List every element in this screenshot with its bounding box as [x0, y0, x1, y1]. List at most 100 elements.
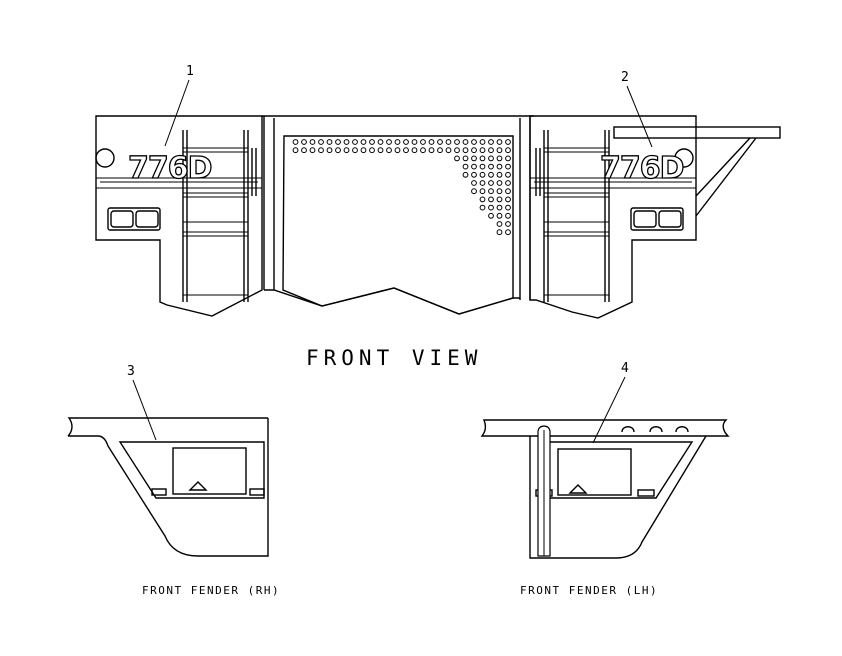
front-view: 776D — [95, 64, 781, 370]
grille-dot-pattern — [292, 139, 511, 236]
grille-dot — [496, 147, 503, 154]
grille-dot — [479, 188, 486, 195]
grille-dot — [496, 139, 503, 145]
grille-dot — [420, 147, 426, 154]
grille-dot — [488, 163, 494, 170]
right-handrail — [613, 126, 781, 217]
grille-dot — [377, 147, 384, 154]
grille-dot — [479, 163, 486, 170]
callout-4: 4 — [621, 361, 629, 376]
grille-dot — [496, 229, 503, 236]
callout-3: 3 — [127, 364, 135, 379]
grille-dot — [335, 139, 341, 145]
grille-dot — [479, 204, 486, 211]
warning-triangle-icon — [188, 481, 208, 491]
leader-1 — [164, 79, 190, 147]
grille-dot — [462, 139, 469, 145]
grille-dot — [505, 229, 511, 236]
grille-dot — [479, 147, 486, 154]
fender-lh-body — [529, 435, 707, 559]
fender-lh-deck — [480, 419, 730, 437]
grille-dot — [394, 147, 401, 154]
grille-dot — [505, 196, 511, 203]
grille-dot — [394, 139, 401, 145]
left-decal-text: 776D — [128, 151, 212, 186]
grille-dot — [471, 163, 477, 170]
grille-dot — [505, 147, 511, 154]
grille-dot — [403, 139, 409, 145]
grille-dot — [292, 147, 299, 154]
callout-1: 1 — [186, 64, 194, 79]
leader-3 — [132, 379, 157, 441]
grille-dot — [505, 171, 511, 178]
grille-dot — [488, 188, 494, 195]
grille-dot — [403, 147, 409, 154]
grille-dot — [496, 163, 503, 170]
grille-dot — [505, 212, 511, 219]
grille-dot — [386, 147, 392, 154]
grille-dot — [335, 147, 341, 154]
grille-dot — [488, 204, 494, 211]
right-fender-outline — [529, 115, 697, 319]
front-view-title: FRONT VIEW — [306, 346, 482, 370]
grille-dot — [496, 180, 503, 186]
grille-dot — [471, 171, 477, 178]
grille-dot — [462, 147, 469, 154]
grille-dot — [437, 139, 443, 145]
grille-dot — [411, 139, 418, 145]
grille-dot — [496, 171, 503, 178]
grille-dot — [496, 212, 503, 219]
grille-dot — [309, 147, 316, 154]
grille-panel — [282, 135, 514, 315]
grille-dot — [479, 139, 486, 145]
fender-lh-decal-panel — [557, 448, 632, 496]
grille-dot — [326, 147, 333, 154]
grille-dot — [488, 147, 494, 154]
grille-dot — [301, 139, 307, 145]
grille-dot — [343, 147, 350, 154]
grille-dot — [352, 139, 358, 145]
grille-dot — [386, 139, 392, 145]
grille-dot — [301, 147, 307, 154]
left-light-icon — [95, 148, 115, 168]
leader-4 — [592, 376, 626, 444]
grille-dot — [505, 155, 511, 162]
fender-rh-decal-panel — [172, 447, 247, 495]
grille-dot — [462, 155, 469, 162]
grille-dot — [471, 180, 477, 186]
grille-dot — [479, 155, 486, 162]
grille-dot — [318, 147, 324, 154]
callout-2: 2 — [621, 70, 629, 85]
grille-dot — [479, 171, 486, 178]
grille-dot — [488, 212, 494, 219]
grille-dot — [369, 139, 375, 145]
fender-lh-view: 4 FRONT FENDER (LH) — [480, 361, 730, 597]
grille-dot — [471, 188, 477, 195]
grille-dot — [471, 147, 477, 154]
warning-triangle-icon — [568, 484, 588, 494]
grille-dot — [479, 180, 486, 186]
grille-dot — [454, 139, 460, 145]
grille-dot — [488, 155, 494, 162]
grille-dot — [369, 147, 375, 154]
grille-dot — [428, 147, 435, 154]
grille-dot — [428, 139, 435, 145]
grille-dot — [479, 196, 486, 203]
grille-dot — [496, 204, 503, 211]
right-light-icon — [674, 148, 694, 168]
fender-lh-handrail — [537, 425, 551, 557]
grille-dot — [437, 147, 443, 154]
grille-dot — [462, 163, 469, 170]
grille-dot — [488, 180, 494, 186]
fender-lh-caption: FRONT FENDER (LH) — [520, 584, 658, 597]
grille-dot — [505, 221, 511, 227]
grille-dot — [411, 147, 418, 154]
right-lamp-pair — [630, 207, 684, 231]
fender-rh-view: 3 FRONT FENDER (RH) — [67, 364, 279, 597]
left-fender-outline — [95, 115, 263, 317]
grille-dot — [445, 147, 452, 154]
right-ladder — [535, 130, 610, 302]
grille-dot — [505, 163, 511, 170]
grille-dot — [454, 147, 460, 154]
